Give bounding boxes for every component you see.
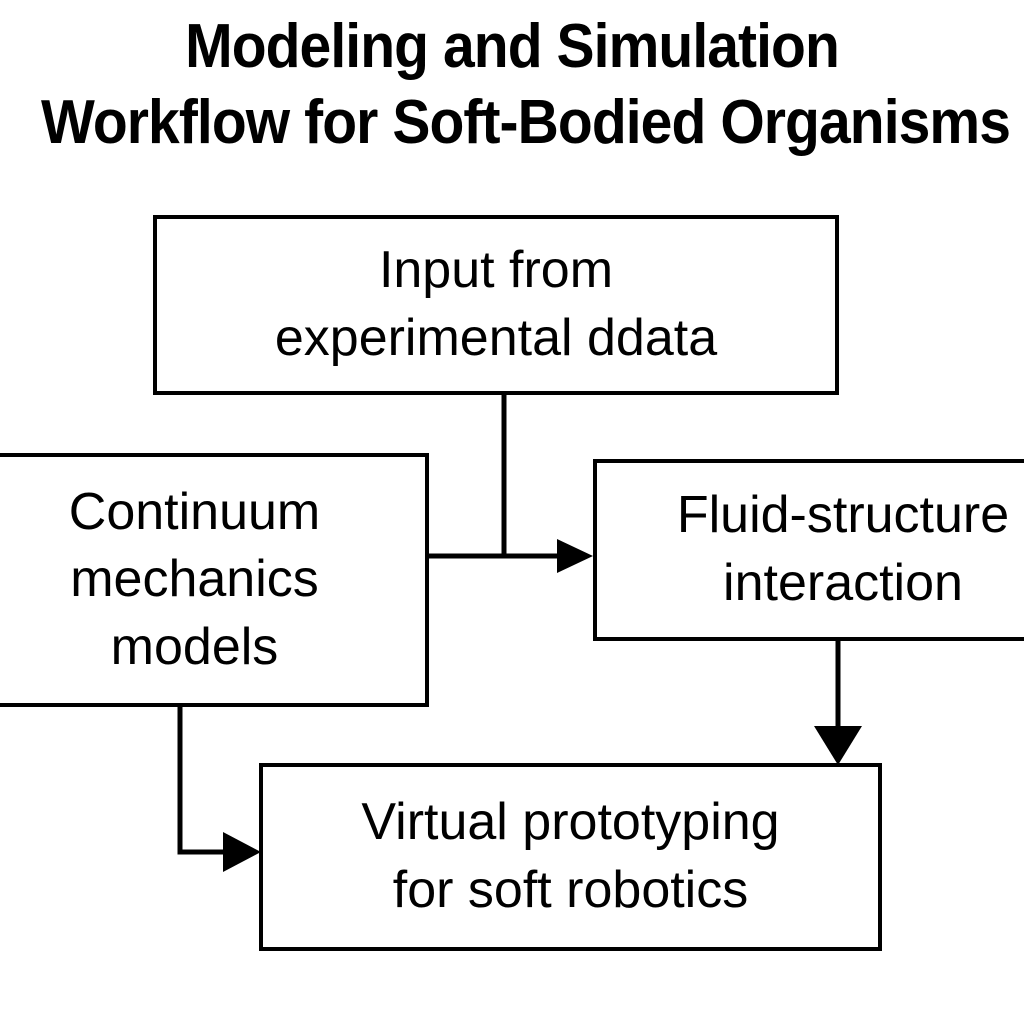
title-line-2: Workflow for Soft-Bodied Organisms <box>40 88 1011 157</box>
arrowhead-fsi-to-virtual <box>814 726 862 765</box>
node-virtual-prototyping-for-soft-robotics[interactable]: Virtual prototyping for soft robotics <box>259 763 882 951</box>
node-input-from-experimental-data[interactable]: Input from experimental ddata <box>153 215 839 395</box>
edge-continuum-to-virtual <box>177 707 224 855</box>
arrowhead-input-to-fsi <box>557 539 593 573</box>
node-continuum-mechanics-models[interactable]: Continuum mechanics models <box>0 453 429 707</box>
node-input-label: Input from experimental ddata <box>274 241 718 367</box>
page-title: Modeling and Simulation Workflow for Sof… <box>0 16 1024 154</box>
title-line-1: Modeling and Simulation <box>185 12 840 81</box>
node-fsi-label: Fluid-structure interaction <box>676 486 1010 612</box>
edge-input-to-fsi <box>501 395 558 559</box>
node-fluid-structure-interaction[interactable]: Fluid-structure interaction <box>593 459 1024 641</box>
arrowhead-continuum-to-virtual <box>223 832 261 872</box>
node-continuum-label: Continuum mechanics models <box>68 482 321 676</box>
node-virtual-label: Virtual prototyping for soft robotics <box>361 793 780 919</box>
